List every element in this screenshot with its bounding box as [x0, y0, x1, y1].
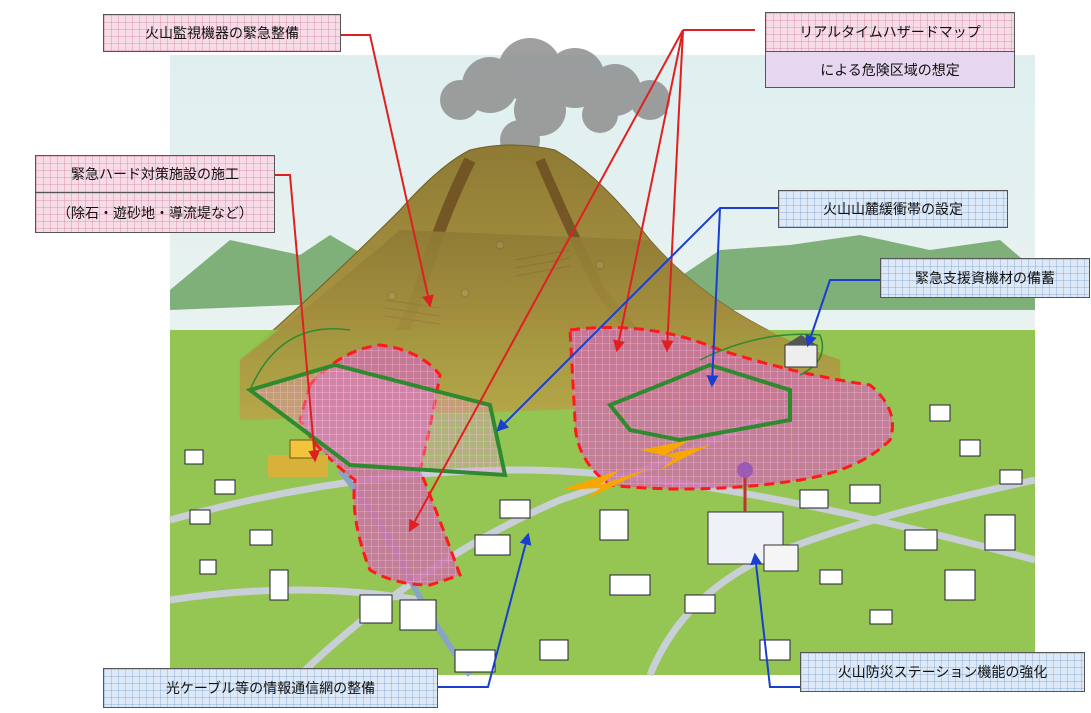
label-fiber-network: 光ケーブル等の情報通信網の整備	[103, 668, 438, 708]
town-houses	[184, 404, 1023, 673]
arrow-red-icon	[275, 174, 321, 463]
arrow-blue-icon	[750, 552, 800, 688]
arrow-blue-icon	[438, 532, 532, 688]
arrow-blue-icon	[805, 279, 880, 348]
arrow-red-icon	[613, 29, 684, 353]
blue-arrows	[438, 207, 880, 688]
buffer-zone-left	[245, 362, 508, 478]
arrow-blue-icon	[706, 207, 721, 388]
red-arrows	[275, 29, 755, 533]
arrow-red-icon	[408, 29, 684, 533]
label-hazard-map-line1: リアルタイムハザードマップ	[765, 12, 1015, 52]
label-monitoring: 火山監視機器の緊急整備	[103, 14, 341, 52]
buffer-zone-right	[606, 362, 792, 443]
disaster-prevention-station	[707, 462, 799, 572]
label-buffer-zone: 火山山麓緩衝帯の設定	[778, 190, 1008, 228]
label-hard-measures-line1: 緊急ハード対策施設の施工	[35, 155, 275, 193]
label-stockpile: 緊急支援資機材の備蓄	[880, 258, 1090, 298]
arrow-red-icon	[340, 34, 434, 308]
arrow-red-icon	[661, 29, 684, 353]
label-hard-measures-line2: （除石・遊砂地・導流堤など）	[35, 193, 275, 233]
lightning-icon	[560, 440, 710, 500]
label-station: 火山防災ステーション機能の強化	[800, 652, 1085, 692]
label-hazard-map-line2: による危険区域の想定	[765, 52, 1015, 88]
